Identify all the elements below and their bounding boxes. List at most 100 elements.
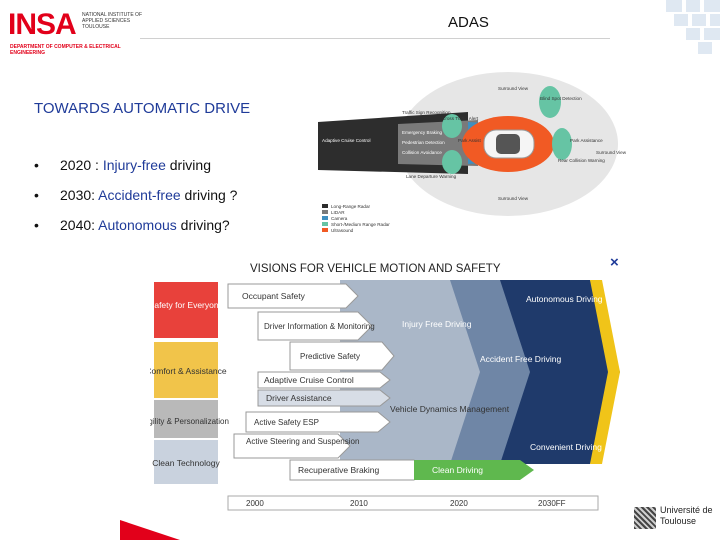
arrow-esp [245,411,391,433]
bullet-suffix: driving [165,157,211,173]
timeline-tick: 2000 [246,499,264,508]
legend-item: Long-Range Radar [331,204,371,209]
arrow-occupant-safety [227,283,359,309]
legend-item: LIDAR [331,210,345,215]
corner-zone-front-bottom [442,150,462,174]
legend-swatch [322,216,328,220]
label-front-4: Lane Departure Warning [406,174,457,179]
stage-vdm: Vehicle Dynamics Management [390,404,510,414]
arrow-driver-assistance [257,389,391,407]
legend-item: Camera [331,216,348,221]
label-surround-top: Surround View [498,86,529,91]
label-cross-traffic: Cross Traffic Alert [442,116,479,121]
label-park-assist: Park Assist [458,138,481,143]
timeline-bar [227,495,599,511]
box-clean-label: Clean Technology [152,458,220,468]
bullet-item: • 2020 : Injury-free driving [34,156,237,186]
label-surround-right: Surround View [596,150,627,155]
label-front-0: Traffic Sign Recognition [402,110,451,115]
university-logo: Université de Toulouse [634,505,714,533]
arrow-acc-label: Adaptive Cruise Control [264,375,354,385]
bullet-list: • 2020 : Injury-free driving • 2030: Acc… [34,156,237,246]
visions-chart: VISIONS FOR VEHICLE MOTION AND SAFETY Sa… [143,252,620,514]
arrow-active-steering-label: Active Steering and Suspension [246,437,359,446]
visions-svg: VISIONS FOR VEHICLE MOTION AND SAFETY Sa… [143,263,620,511]
legend-swatch [322,204,328,208]
arrow-acc [257,371,391,389]
logo-subtitle: NATIONAL INSTITUTE OF APPLIED SCIENCES T… [82,12,143,30]
arrow-recuperative-braking-label: Recuperative Braking [298,465,380,475]
bullet-suffix: driving ? [180,187,238,203]
bullet-highlight: Injury-free [102,157,166,173]
bullet-item: • 2040: Autonomous driving? [34,216,237,246]
decorative-corner-tiles [666,0,720,54]
corner-zone-front-top [442,114,462,138]
bullet-suffix: driving? [176,217,230,233]
stage-band-edge [590,280,620,464]
bullet-item: • 2030: Accident-free driving ? [34,186,237,216]
timeline-tick: 2030FF [538,499,566,508]
label-front-3: Collision Avoidance [402,150,442,155]
stage-clean-driving: Clean Driving [432,465,483,475]
box-agility [154,400,218,438]
box-safety [154,282,218,338]
label-surround-bottom: Surround View [498,196,529,201]
bullet-marker: • [34,157,39,173]
stage-injury-free: Injury Free Driving [402,319,472,329]
legend-swatch [322,228,328,232]
arrow-occupant-safety-label: Occupant Safety [242,291,306,301]
legend-item: Ultrasound [331,228,354,233]
legend-item: Short-/Medium Range Radar [331,222,390,227]
label-blind-spot: Blind Spot Detection [540,96,582,101]
close-icon[interactable]: × [610,254,619,271]
arrow-clean-driving [414,460,534,480]
label-acc: Adaptive Cruise Control [322,138,371,143]
decorative-red-triangle [120,520,180,540]
stage-autonomous: Autonomous Driving [526,294,603,304]
label-rear-collision: Rear Collision Warning [558,158,605,163]
bullet-prefix: 2030: [60,187,99,203]
arrow-predictive-safety-label: Predictive Safety [300,352,360,361]
box-comfort [154,342,218,398]
legend-swatch [322,210,328,214]
rear-zone [552,128,572,160]
bullet-highlight: Accident-free [98,187,181,203]
label-park-assistance: Park Assistance [570,138,603,143]
sensor-legend: Long-Range Radar LIDAR Camera Short-/Med… [322,204,390,233]
logo-department: DEPARTMENT OF COMPUTER & ELECTRICAL ENGI… [10,44,121,56]
section-heading: TOWARDS AUTOMATIC DRIVE [34,100,251,117]
slide-title: ADAS [448,14,489,31]
arrow-driver-info-label: Driver Information & Monitoring [264,322,375,331]
bullet-marker: • [34,217,39,233]
box-safety-label: Safety for Everyone [150,300,224,310]
timeline-tick: 2010 [350,499,368,508]
box-agility-label: Agility & Personalization [150,417,229,426]
arrow-active-steering [233,433,351,459]
adas-sensor-diagram: Surround View Surround View Adaptive Cru… [318,62,630,240]
bullet-highlight: Autonomous [98,217,177,233]
legend-swatch [322,222,328,226]
bullet-prefix: 2040: [60,217,99,233]
arrow-driver-info [257,311,373,341]
adas-svg: Surround View Surround View Adaptive Cru… [318,72,627,233]
header-divider [140,38,610,39]
university-name: Université de Toulouse [660,505,713,526]
bullet-prefix: 2020 : [60,157,103,173]
blind-spot-zone [539,86,561,118]
label-front-2: Pedestrian Detection [402,140,445,145]
bullet-marker: • [34,187,39,203]
university-mark-icon [634,507,656,529]
stage-accident-free: Accident Free Driving [480,354,562,364]
arrow-predictive-safety [289,341,395,371]
insa-logo: INSA NATIONAL INSTITUTE OF APPLIED SCIEN… [8,8,142,60]
label-front-1: Emergency Braking [402,130,443,135]
box-clean [154,440,218,484]
timeline-tick: 2020 [450,499,468,508]
stage-convenient: Convenient Driving [530,442,602,452]
arrow-esp-label: Active Safety ESP [254,418,319,427]
logo-mark: INSA [8,8,77,41]
car-roof-icon [496,134,520,154]
arrow-driver-assistance-label: Driver Assistance [266,393,332,403]
box-comfort-label: Comfort & Assistance [150,366,227,376]
